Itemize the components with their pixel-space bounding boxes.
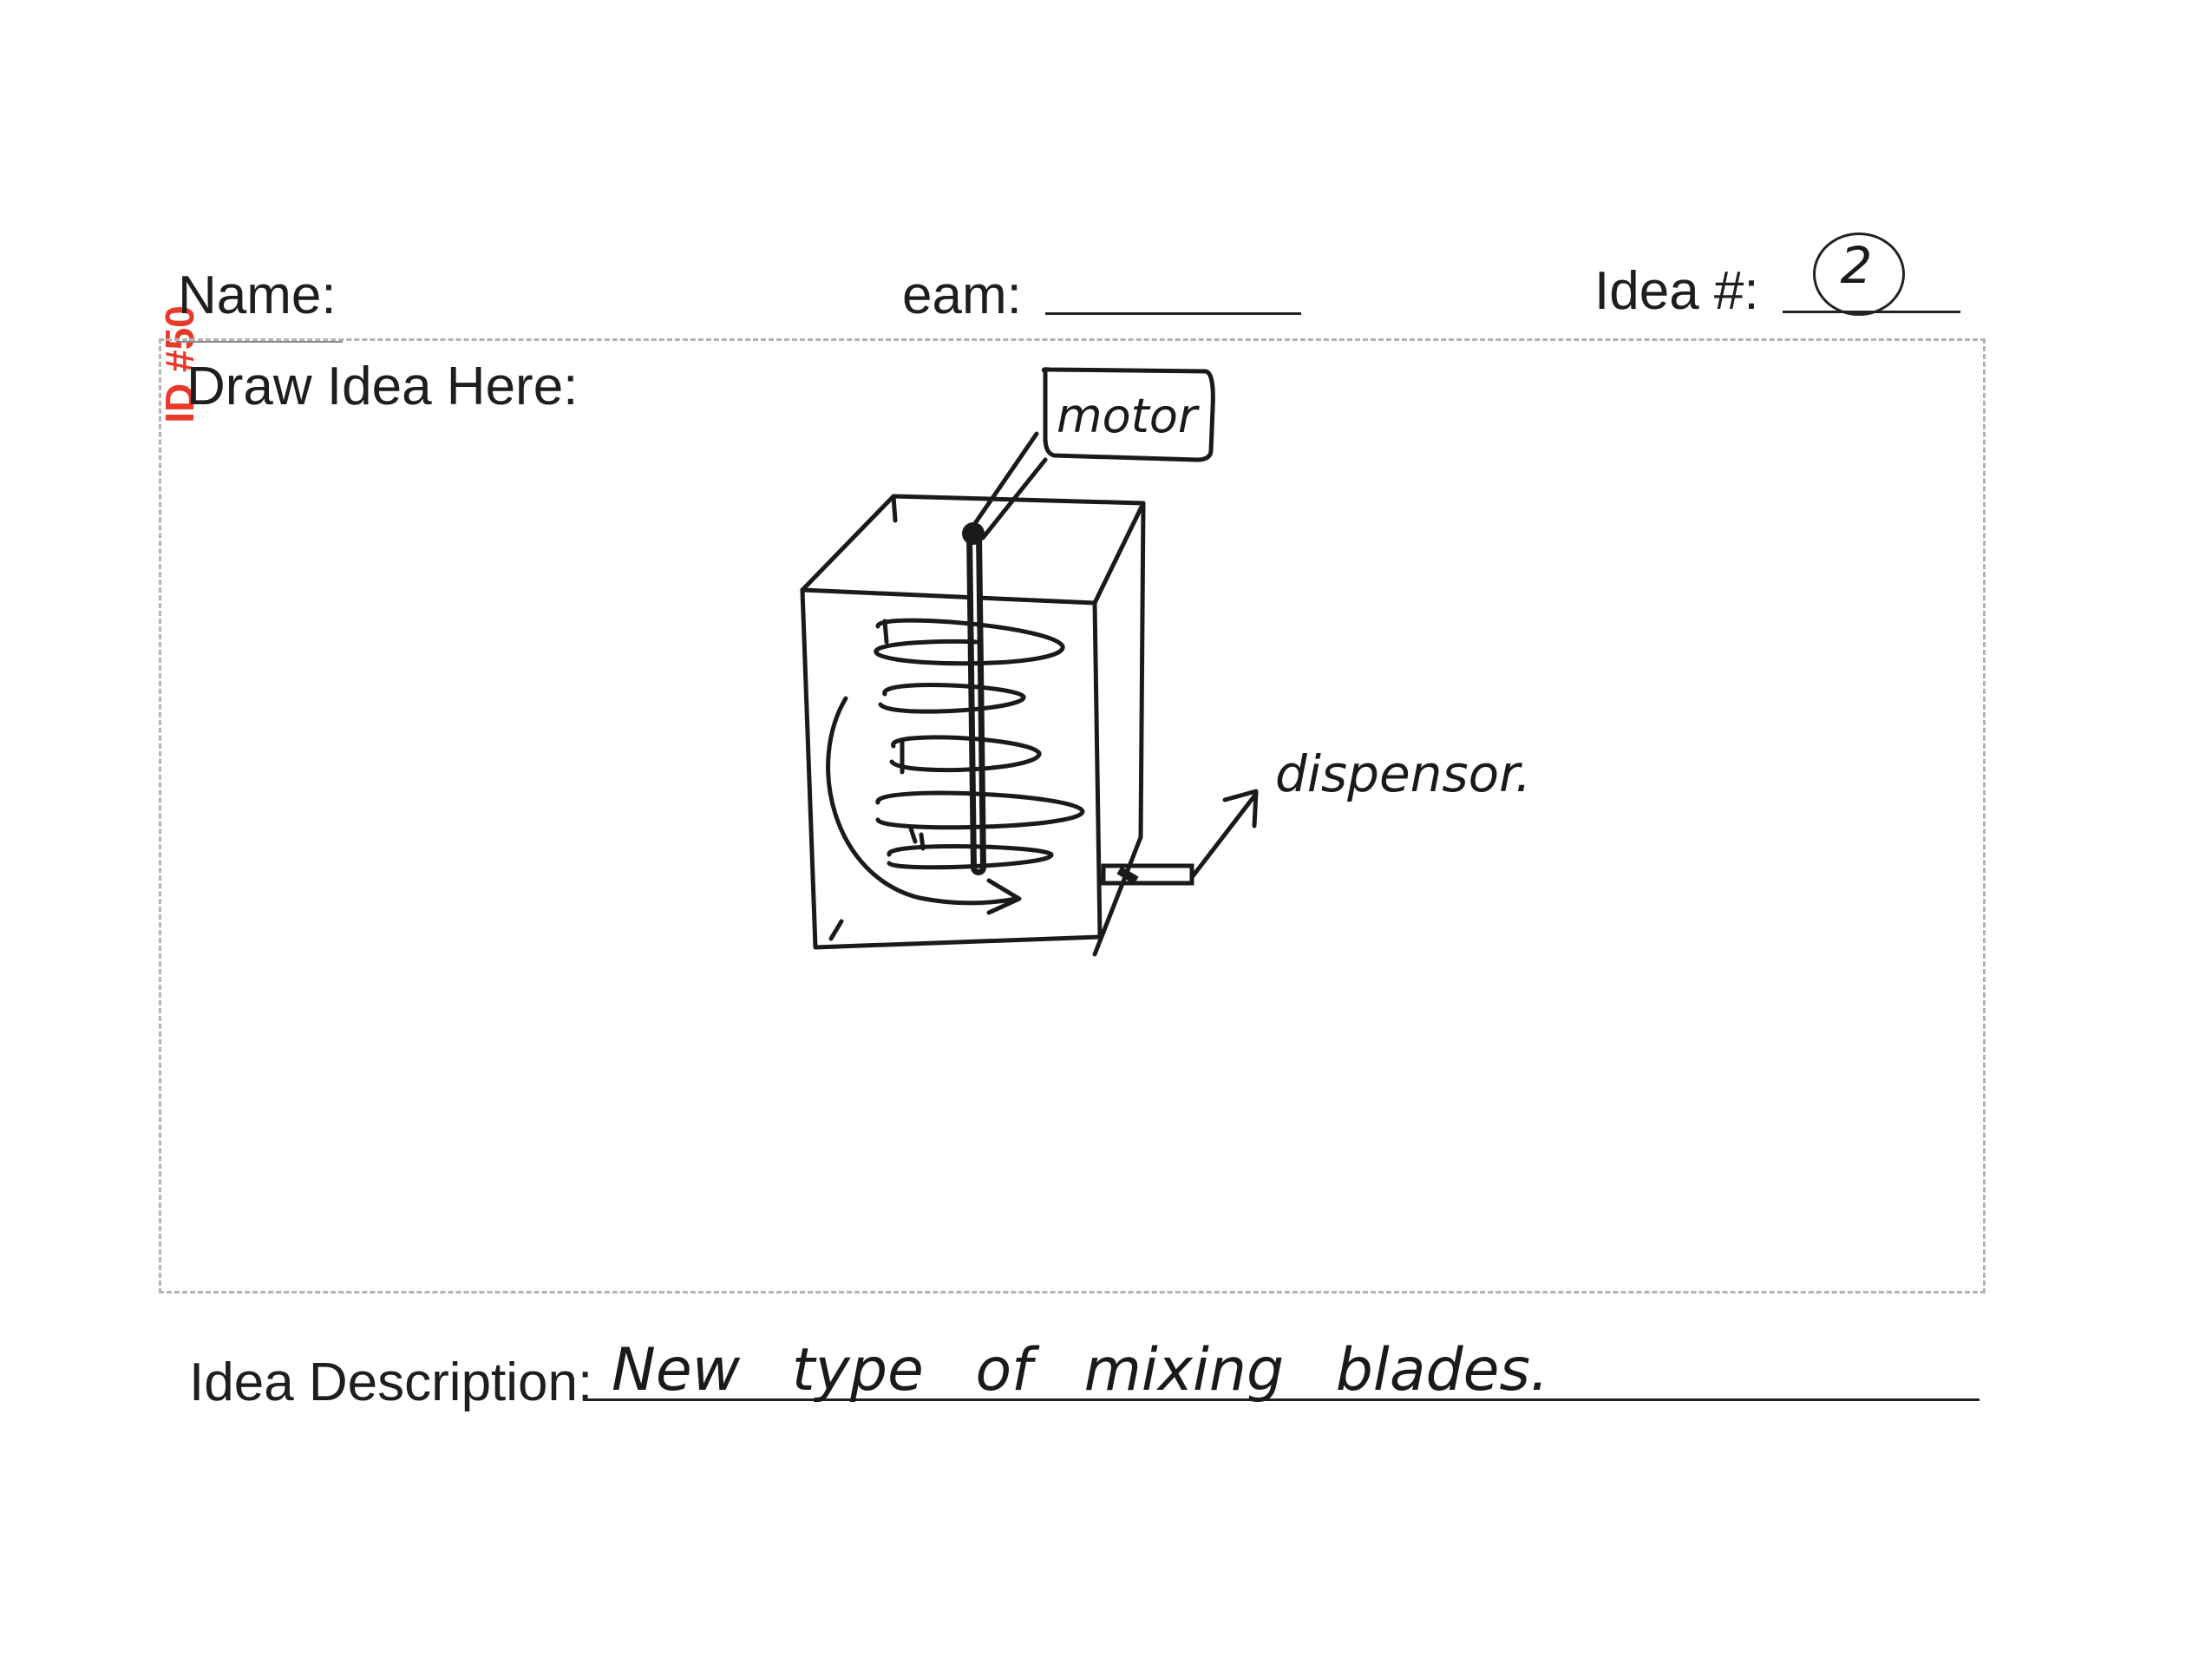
dispenser-arrow (1193, 791, 1256, 876)
motor-label: motor (1057, 389, 1197, 443)
container-side (1095, 503, 1143, 954)
rotation-arrow (828, 698, 1019, 913)
dispenser-slot (1103, 866, 1192, 883)
description-label: Idea Description: (189, 1352, 592, 1413)
description-value: New type of mixing blades. (612, 1336, 1549, 1405)
dispenser-label: dispensor. (1275, 744, 1531, 803)
